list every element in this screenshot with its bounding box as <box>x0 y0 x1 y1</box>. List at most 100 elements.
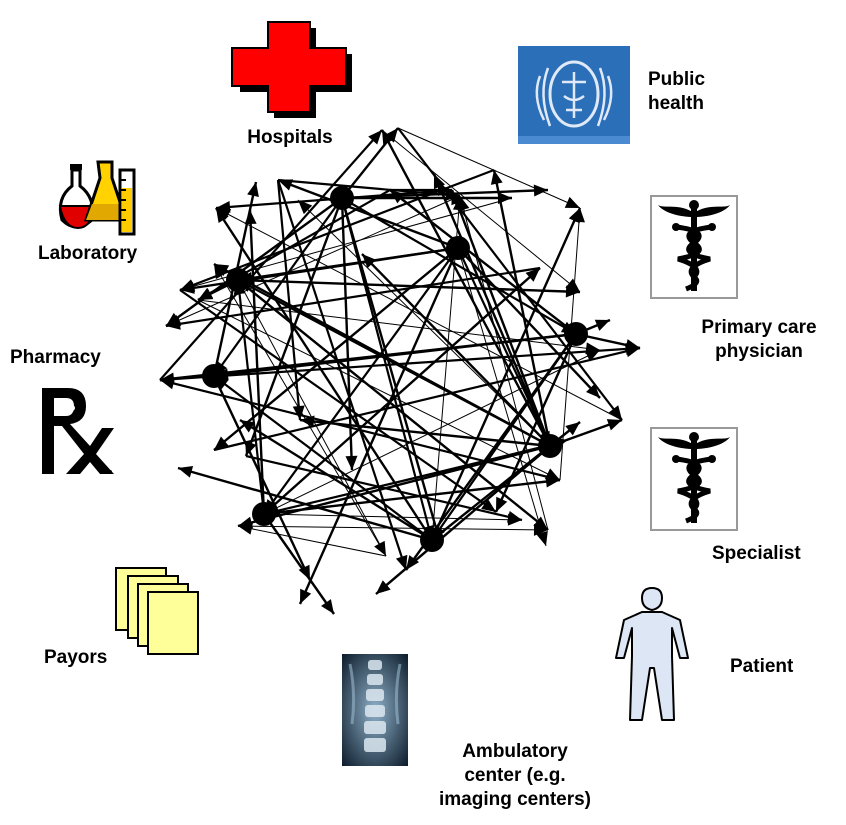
red-cross-icon <box>228 18 356 118</box>
connection-line <box>213 346 641 452</box>
connection-line <box>159 378 561 482</box>
arrow-head <box>606 419 622 431</box>
connection-line <box>298 247 460 605</box>
arrow-head <box>160 377 176 390</box>
arrow-head <box>321 599 334 614</box>
connection-line <box>197 299 601 351</box>
arrow-head <box>292 405 305 420</box>
network-hub <box>226 268 250 292</box>
connection-line <box>457 247 601 399</box>
arrow-head <box>345 455 358 470</box>
network-hub <box>202 364 226 388</box>
arrow-head <box>240 420 256 433</box>
arrow-head <box>608 405 622 420</box>
connection-line <box>263 349 601 515</box>
specialist-label: Specialist <box>712 543 801 564</box>
arrow-head <box>178 466 194 478</box>
arrow-head <box>457 196 470 212</box>
connection-line <box>197 299 561 481</box>
arrow-head <box>300 588 312 604</box>
arrow-head <box>445 188 460 201</box>
connection-line <box>239 418 433 542</box>
connection-line <box>450 189 552 447</box>
connection-line <box>213 332 577 378</box>
arrow-head <box>572 208 585 223</box>
connection-line <box>457 247 551 447</box>
connection-line <box>340 197 442 543</box>
documents-stack-icon <box>112 564 202 660</box>
network-hub <box>538 434 562 458</box>
ambulatory-label: Ambulatory center (e.g. imaging centers) <box>438 741 592 810</box>
connection-line <box>494 333 578 513</box>
arrow-head <box>481 499 496 512</box>
arrow-head <box>536 530 548 546</box>
connection-line <box>341 197 577 335</box>
primary-care-label: Primary care physician <box>701 317 817 362</box>
connection-line <box>277 178 461 198</box>
connection-line <box>340 197 434 541</box>
connection-line <box>236 279 266 515</box>
laboratory-flasks-icon <box>52 158 142 238</box>
network-hub <box>252 502 276 526</box>
arrow-head <box>565 278 580 292</box>
arrow-head <box>586 383 600 398</box>
connection-line <box>381 129 581 293</box>
arrow-head <box>490 170 503 185</box>
arrow-head <box>368 130 382 145</box>
connection-line <box>237 246 459 282</box>
patient-label: Patient <box>730 656 794 677</box>
connection-line <box>248 209 266 515</box>
connection-line <box>263 444 551 516</box>
arrow-head <box>376 580 391 594</box>
hospitals-label: Hospitals <box>247 127 333 148</box>
connection-line <box>397 127 581 209</box>
arrow-head <box>216 200 231 213</box>
connection-line <box>237 525 387 557</box>
public-health-label: Public health <box>648 69 706 114</box>
arrow-head <box>245 440 257 456</box>
arrow-head <box>278 179 294 191</box>
arrow-head <box>625 342 640 355</box>
arrow-head <box>166 314 182 326</box>
rx-icon <box>38 384 116 476</box>
pharmacy-label: Pharmacy <box>10 347 101 368</box>
connection-line <box>297 199 551 447</box>
connection-line <box>215 207 623 421</box>
arrow-head <box>594 319 610 331</box>
connection-line <box>165 195 461 327</box>
connection-line <box>389 189 577 335</box>
arrow-head <box>507 510 522 523</box>
arrow-head <box>564 196 580 208</box>
connection-line <box>237 278 581 294</box>
network-hub <box>420 528 444 552</box>
connection-line <box>263 267 541 515</box>
arrow-head <box>395 554 408 570</box>
public-health-seal-icon <box>518 46 630 144</box>
connection-line <box>165 266 541 328</box>
payors-label: Payors <box>44 647 108 668</box>
connection-line <box>276 179 302 421</box>
arrow-head <box>298 564 310 580</box>
arrow-head <box>244 210 257 225</box>
caduceus-icon <box>650 427 738 531</box>
arrow-head <box>238 522 253 535</box>
arrow-head <box>247 182 259 197</box>
connection-line <box>397 127 623 421</box>
arrow-head <box>198 287 214 300</box>
connection-line <box>263 478 561 516</box>
caduceus-icon <box>650 195 738 299</box>
arrow-head <box>298 200 313 215</box>
connection-line <box>179 289 497 513</box>
arrow-head <box>374 540 386 556</box>
network-hub <box>330 186 354 210</box>
connection-line <box>263 513 335 615</box>
connection-line <box>492 169 552 447</box>
connection-line <box>213 247 459 451</box>
connection-line <box>159 346 641 382</box>
arrow-head <box>180 279 196 291</box>
laboratory-label: Laboratory <box>38 243 138 264</box>
arrow-head <box>533 523 548 536</box>
connection-line <box>213 197 343 377</box>
xray-spine-icon <box>342 654 408 766</box>
